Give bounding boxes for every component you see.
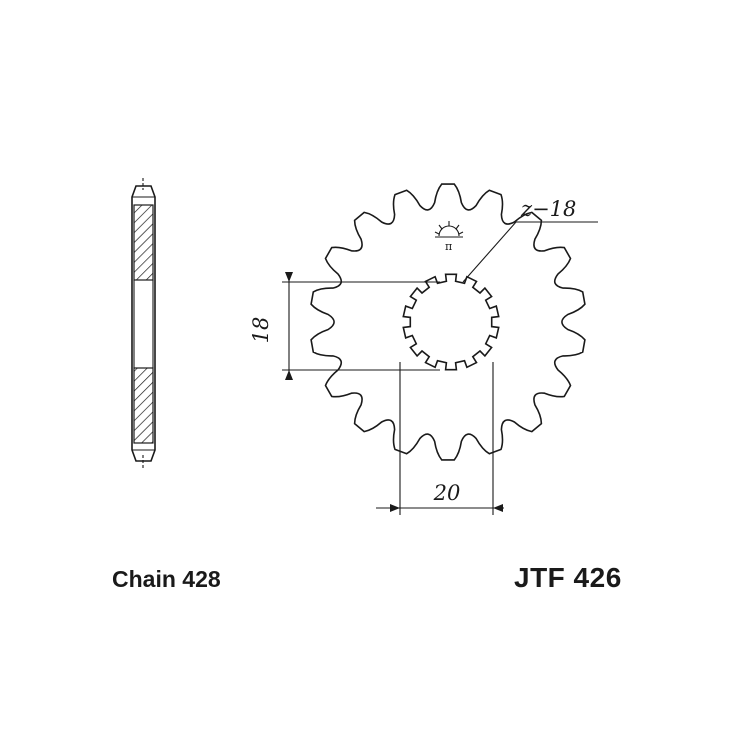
width-dimension: 20 <box>376 362 504 515</box>
svg-text:π: π <box>445 240 452 253</box>
teeth-count-callout: z−18 <box>462 197 598 283</box>
chain-size-label: Chain 428 <box>112 566 221 592</box>
side-view-hatch-top <box>133 204 154 281</box>
side-view-hatch-bottom <box>133 367 154 444</box>
spline-bore <box>402 273 500 371</box>
teeth-count-label: z−18 <box>520 197 576 221</box>
spline-height-label: 18 <box>249 317 273 344</box>
width-label: 20 <box>433 481 461 505</box>
sprocket-outline <box>310 183 586 461</box>
side-view <box>131 178 156 470</box>
part-number-label: JTF 426 <box>514 562 622 593</box>
spline-height-dimension: 18 <box>249 272 440 380</box>
sun-logo-icon: π <box>434 221 464 253</box>
